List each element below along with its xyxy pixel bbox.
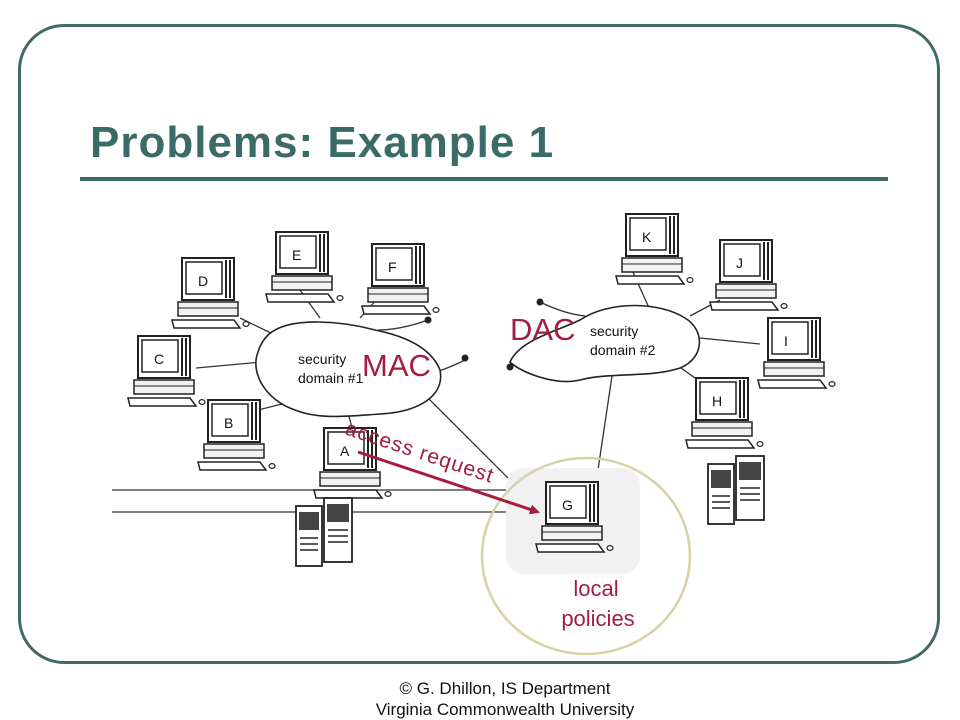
computer-i: I [757, 317, 836, 389]
computer-d-label: D [198, 273, 208, 289]
computer-k-label: K [642, 229, 652, 245]
footer-copyright: © G. Dhillon, IS Department [399, 679, 611, 698]
domain-1-label-line1: security [298, 351, 346, 367]
server-right [707, 455, 765, 525]
domain-2-label-line1: security [590, 323, 638, 339]
footer-university: Virginia Commonwealth University [375, 700, 635, 719]
computer-c: C [127, 335, 206, 407]
security-domain-2-cloud [509, 304, 701, 383]
computer-f-label: F [388, 259, 397, 275]
domain-1-label-line2: domain #1 [298, 370, 364, 386]
computer-j-label: J [736, 255, 743, 271]
local-policies-label-line2: policies [561, 606, 634, 631]
computer-b-label: B [224, 415, 233, 431]
computer-f: F [361, 243, 440, 315]
computer-k: K [615, 213, 694, 285]
mac-policy-label: MAC [362, 348, 431, 383]
computer-d: D [171, 257, 250, 329]
security-domain-1-cloud [255, 321, 442, 418]
computer-h: H [685, 377, 764, 449]
local-policies-label-line1: local [573, 576, 618, 601]
computer-a-label: A [340, 443, 350, 459]
slide-title: Problems: Example 1 [90, 118, 555, 167]
computer-i-label: I [784, 333, 788, 349]
local-policies-circle [480, 456, 692, 656]
domain-2-label-line2: domain #2 [590, 342, 656, 358]
server-left [295, 497, 353, 567]
computer-c-label: C [154, 351, 164, 367]
computer-h-label: H [712, 393, 722, 409]
computer-e-label: E [292, 247, 301, 263]
computer-j: J [709, 239, 788, 311]
title-underline [80, 177, 888, 181]
access-request-arrow [357, 450, 540, 515]
computer-e: E [265, 231, 344, 303]
computer-g-label: G [562, 497, 573, 513]
slide-frame [18, 24, 940, 664]
computer-b: B [197, 399, 276, 471]
dac-policy-label: DAC [510, 312, 575, 347]
computer-a: A [313, 427, 392, 499]
computer-g: G [535, 481, 614, 553]
